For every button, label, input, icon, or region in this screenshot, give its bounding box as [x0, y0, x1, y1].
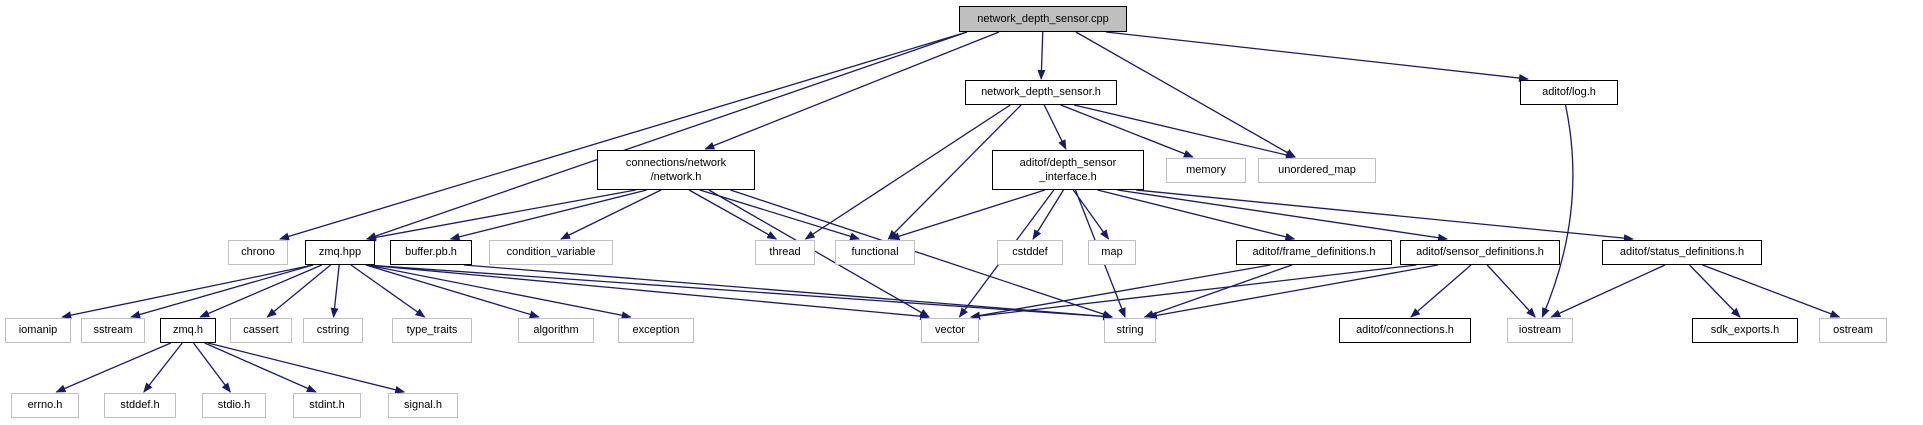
- node-vector: vector: [921, 318, 979, 343]
- node-cstddef: cstddef: [997, 240, 1063, 265]
- edge-dsi-to-functional: [889, 189, 1046, 241]
- edge-sensordef-to-vector: [970, 264, 1417, 320]
- edge-network-to-condvar: [560, 189, 662, 240]
- node-stdinth: stdint.h: [293, 393, 361, 418]
- edge-dsi-to-sensordef: [1117, 189, 1449, 242]
- edge-zmqh-to-stdinth: [204, 342, 317, 393]
- node-network[interactable]: connections/network /network.h: [597, 150, 755, 190]
- edge-zmqhpp-to-sstream: [130, 264, 314, 319]
- node-unorderedmap: unordered_map: [1258, 158, 1376, 183]
- edge-cpp-to-log: [1106, 31, 1529, 82]
- node-iomanip: iomanip: [5, 318, 71, 343]
- node-log[interactable]: aditof/log.h: [1520, 80, 1618, 105]
- edge-sensordef-to-string: [1147, 264, 1439, 320]
- node-condvar: condition_variable: [489, 240, 613, 265]
- edge-ndsh-to-memory: [1060, 104, 1194, 158]
- edge-zmqh-to-stddefh: [143, 342, 183, 393]
- node-string: string: [1104, 318, 1156, 343]
- edge-ndsh-to-unorderedmap: [1073, 104, 1296, 159]
- node-signalh: signal.h: [388, 393, 458, 418]
- node-typetraits: type_traits: [392, 318, 472, 343]
- node-cassert: cassert: [230, 318, 292, 343]
- node-bufferpb[interactable]: buffer.pb.h: [390, 240, 472, 265]
- edge-framedef-to-string: [1143, 264, 1293, 318]
- edge-cpp-to-unorderedmap: [1075, 31, 1296, 158]
- node-algorithm: algorithm: [518, 318, 594, 343]
- edge-network-to-bufferpb: [449, 189, 647, 241]
- node-ostream: ostream: [1819, 318, 1887, 343]
- edge-sensordef-to-iostream: [1486, 264, 1536, 318]
- node-ndsh[interactable]: network_depth_sensor.h: [965, 80, 1117, 105]
- edge-zmqh-to-errnoh: [55, 342, 172, 393]
- edge-zmqh-to-stdioh: [193, 342, 231, 393]
- node-sstream: sstream: [81, 318, 145, 343]
- edge-zmqhpp-to-exception: [366, 264, 632, 320]
- edge-zmqhpp-to-typetraits: [350, 264, 426, 318]
- edge-zmqhpp-to-vector: [366, 264, 930, 321]
- edge-statusdef-to-sdkexports: [1689, 264, 1741, 318]
- node-sensordef[interactable]: aditof/sensor_definitions.h: [1400, 240, 1560, 265]
- node-memory: memory: [1166, 158, 1246, 183]
- node-stddefh: stddef.h: [104, 393, 176, 418]
- edge-network-to-thread: [688, 189, 778, 240]
- edge-ndsh-to-functional: [887, 104, 1022, 240]
- edge-network-to-zmqhpp: [365, 189, 636, 242]
- node-connectionsh[interactable]: aditof/connections.h: [1339, 318, 1471, 343]
- edge-framedef-to-vector: [970, 264, 1271, 320]
- edge-cpp-to-zmqhpp: [366, 31, 968, 240]
- node-cpp: network_depth_sensor.cpp: [959, 6, 1127, 32]
- edge-statusdef-to-ostream: [1702, 264, 1841, 318]
- edge-statusdef-to-iostream: [1550, 264, 1666, 318]
- edge-cpp-to-network: [704, 31, 1000, 150]
- node-dsi[interactable]: aditof/depth_sensor _interface.h: [992, 150, 1144, 190]
- node-thread: thread: [755, 240, 815, 265]
- node-zmqh[interactable]: zmq.h: [160, 318, 216, 343]
- edge-log-to-iostream: [1541, 104, 1574, 318]
- edge-dsi-to-statusdef: [1135, 189, 1634, 243]
- edge-network-to-vector: [708, 189, 930, 318]
- node-iostream: iostream: [1507, 318, 1573, 343]
- node-framedef[interactable]: aditof/frame_definitions.h: [1236, 240, 1392, 265]
- edge-cpp-to-chrono: [279, 31, 968, 241]
- node-map: map: [1088, 240, 1136, 265]
- edge-zmqhpp-to-iomanip: [61, 264, 314, 320]
- edge-zmqhpp-to-algorithm: [365, 264, 540, 319]
- edge-dsi-to-framedef: [1097, 189, 1296, 241]
- edge-network-to-functional: [699, 189, 861, 241]
- edge-cpp-to-ndsh: [1037, 31, 1046, 80]
- node-statusdef[interactable]: aditof/status_definitions.h: [1602, 240, 1762, 265]
- node-chrono: chrono: [228, 240, 288, 265]
- edge-bufferpb-to-string: [463, 264, 1113, 321]
- edge-zmqh-to-signalh: [207, 342, 406, 394]
- edge-dsi-to-cstddef: [1032, 189, 1064, 240]
- node-errnoh: errno.h: [11, 393, 79, 418]
- edge-network-to-string: [730, 189, 1113, 318]
- edge-zmqhpp-to-cstring: [330, 264, 340, 318]
- edge-zmqhpp-to-cassert: [266, 264, 331, 318]
- edge-ndsh-to-dsi: [1043, 104, 1067, 150]
- edge-zmqhpp-to-zmqh: [199, 264, 323, 318]
- edge-sensordef-to-connectionsh: [1410, 264, 1472, 318]
- node-functional: functional: [835, 240, 915, 265]
- node-stdioh: stdio.h: [202, 393, 266, 418]
- node-exception: exception: [618, 318, 694, 343]
- node-sdkexports[interactable]: sdk_exports.h: [1692, 318, 1798, 343]
- node-cstring: cstring: [303, 318, 363, 343]
- edge-ndsh-to-thread: [804, 104, 1011, 240]
- edge-zmqhpp-to-string: [366, 264, 1113, 321]
- node-zmqhpp[interactable]: zmq.hpp: [305, 240, 375, 265]
